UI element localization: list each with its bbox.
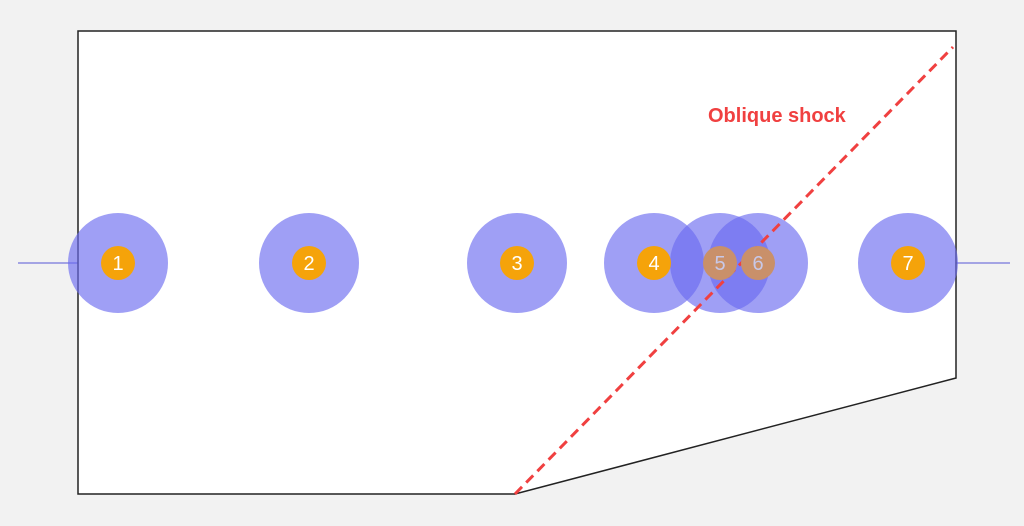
particle-marker-4 xyxy=(637,246,671,280)
particle-marker-label-7: 7 xyxy=(902,253,913,275)
particle-marker-label-1: 1 xyxy=(112,253,123,275)
particle-marker-label-3: 3 xyxy=(511,253,522,275)
particle-marker-label-5: 5 xyxy=(714,253,725,275)
particle-marker-label-4: 4 xyxy=(648,253,659,275)
particle-marker-2 xyxy=(292,246,326,280)
oblique-shock-label: Oblique shock xyxy=(708,105,847,127)
particle-markers: 1 2 3 4 5 6 7 xyxy=(101,246,925,280)
particle-marker-7 xyxy=(891,246,925,280)
particle-marker-1 xyxy=(101,246,135,280)
particle-marker-label-6: 6 xyxy=(752,253,763,275)
particle-marker-label-2: 2 xyxy=(303,253,314,275)
particle-marker-5 xyxy=(703,246,737,280)
particle-marker-3 xyxy=(500,246,534,280)
particle-marker-6 xyxy=(741,246,775,280)
